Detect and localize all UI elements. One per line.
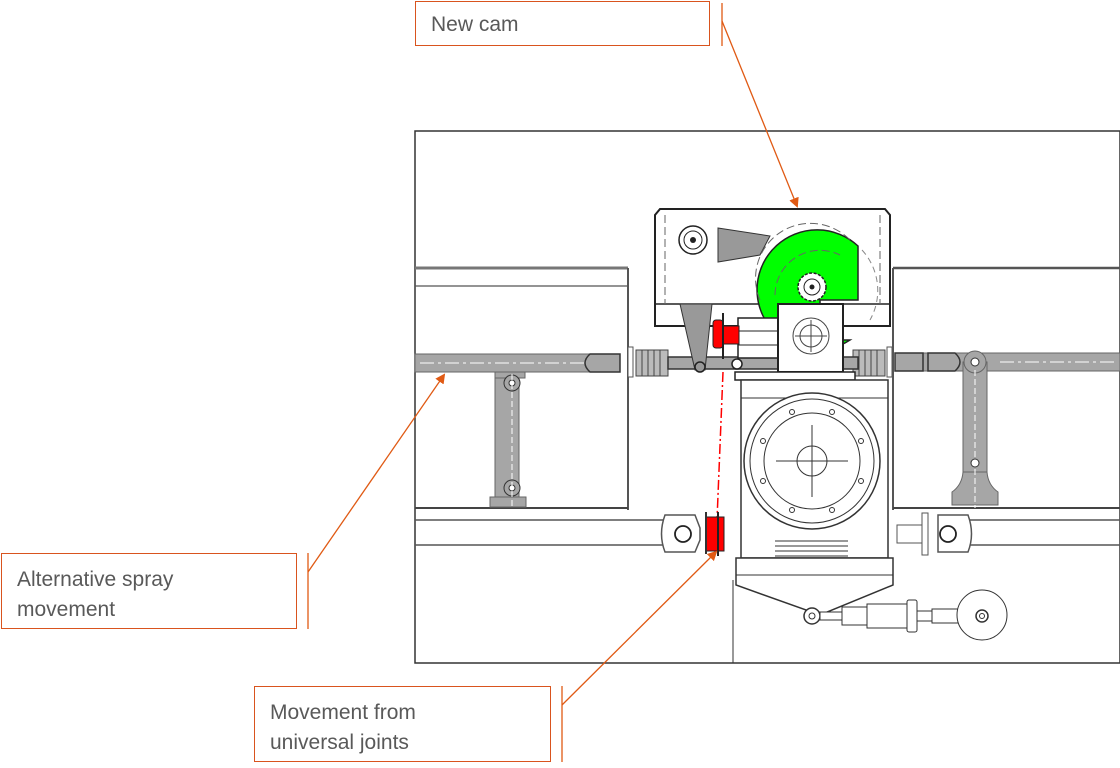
right-frame-rails xyxy=(892,266,1120,510)
lower-red-coupling xyxy=(705,512,725,556)
leader-spray xyxy=(307,373,446,573)
lever-arm xyxy=(679,303,713,371)
right-spray-bar xyxy=(886,346,1120,378)
motor-reducer xyxy=(732,379,894,663)
leader-uj xyxy=(561,550,718,706)
callout-movement-from-universal-joints: Movement from universal joints xyxy=(254,686,551,762)
tension-rod xyxy=(803,589,1008,641)
left-support-post xyxy=(489,371,527,508)
leader-new-cam xyxy=(721,20,799,208)
red-centerline xyxy=(716,371,724,521)
gearbox-block xyxy=(731,303,856,381)
right-support-post xyxy=(951,350,999,508)
cam-follower-arm xyxy=(717,227,771,263)
left-bellows xyxy=(635,349,669,377)
callout-new-cam: New cam xyxy=(415,1,710,46)
callout-alternative-spray-movement: Alternative spray movement xyxy=(1,553,297,629)
lower-shaft xyxy=(415,512,1120,556)
left-frame-rails xyxy=(415,266,629,510)
leader-lines xyxy=(307,3,799,762)
upper-red-coupling xyxy=(712,313,740,359)
